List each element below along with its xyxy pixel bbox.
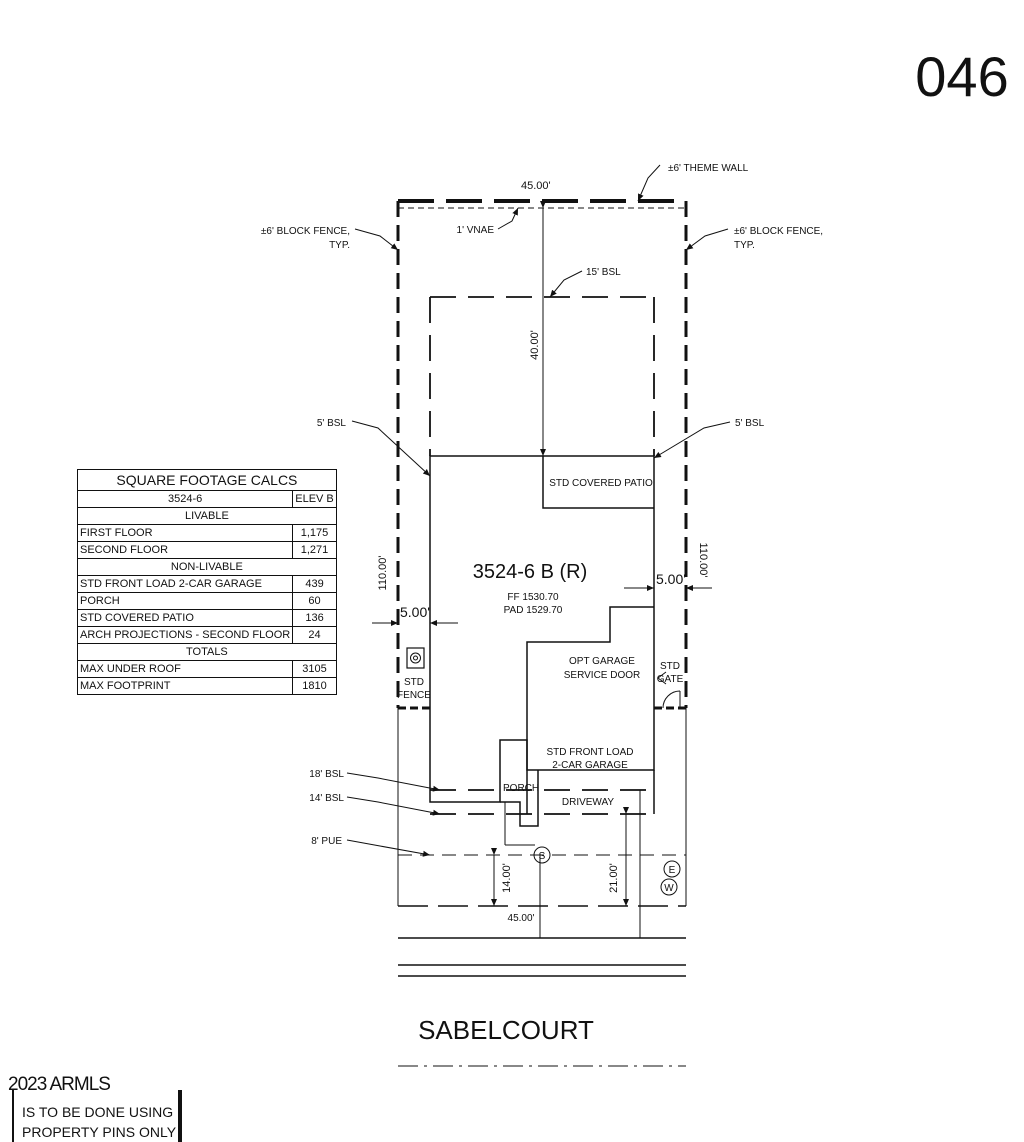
row-label: MAX UNDER ROOF <box>76 660 294 678</box>
survey-note: 2023 ARMLS IS TO BE DONE USING PROPERTY … <box>8 1074 184 1142</box>
row-value: 24 <box>292 626 337 644</box>
side-fences <box>398 647 686 710</box>
rear-bsl-label: 15' BSL <box>586 267 621 278</box>
row-value: 60 <box>292 592 337 610</box>
note-left-bar <box>12 1090 14 1142</box>
water-icon <box>660 878 678 896</box>
sewer-icon <box>533 846 551 864</box>
driveway-label: DRIVEWAY <box>562 797 615 808</box>
electric-label: E <box>669 865 676 876</box>
side-left-dim: 5.00' <box>400 604 430 620</box>
note-header: 2023 ARMLS <box>8 1074 111 1095</box>
sqft-livable-header: LIVABLE <box>77 507 337 525</box>
row-label: STD FRONT LOAD 2-CAR GARAGE <box>76 575 294 593</box>
plan-label: 3524-6 B (R) <box>473 561 588 583</box>
sqft-plan: 3524-6 <box>76 490 294 508</box>
garage-label-1: STD FRONT LOAD <box>546 747 633 758</box>
row-label: STD COVERED PATIO <box>76 609 294 627</box>
row-value: 1,271 <box>292 541 337 559</box>
theme-wall-label: ±6' THEME WALL <box>668 163 749 174</box>
std-fence-label-2: FENCE <box>397 690 431 701</box>
front-porch-dim: 14.00' <box>501 863 513 893</box>
left-depth-dim: 110.00' <box>377 556 389 591</box>
sewer-label: S <box>539 851 546 862</box>
row-label: FIRST FLOOR <box>76 524 294 542</box>
sqft-non-livable-header: NON-LIVABLE <box>77 558 337 576</box>
sqft-elev: ELEV B <box>292 490 337 508</box>
std-gate-label-2: GATE <box>657 674 684 685</box>
porch-label: PORCH <box>503 783 539 794</box>
covered-patio-label: STD COVERED PATIO <box>549 478 653 489</box>
row-value: 136 <box>292 609 337 627</box>
row-label: PORCH <box>76 592 294 610</box>
utility-symbols <box>533 846 681 896</box>
opt-garage-label-1: OPT GARAGE <box>569 656 635 667</box>
row-label: MAX FOOTPRINT <box>76 677 294 695</box>
bottom-width-dim: 45.00' <box>508 913 535 924</box>
bsl-14-label: 14' BSL <box>309 793 344 804</box>
row-value: 1,175 <box>292 524 337 542</box>
note-right-bar <box>178 1090 182 1142</box>
lot-boundary <box>396 199 688 1067</box>
row-value: 3105 <box>292 660 337 678</box>
leader-lines <box>346 164 731 857</box>
block-fence-left-label: ±6' BLOCK FENCE, <box>261 226 350 237</box>
std-fence-label-1: STD <box>404 677 424 688</box>
setback-lines <box>429 296 655 815</box>
block-fence-right-label: ±6' BLOCK FENCE, <box>734 226 823 237</box>
side-right-dim: 5.00' <box>656 571 686 587</box>
row-value: 1810 <box>292 677 337 695</box>
electric-icon <box>663 860 681 878</box>
pue-label: 8' PUE <box>311 836 342 847</box>
rear-depth-dim: 40.00' <box>529 330 541 360</box>
sqft-totals-header: TOTALS <box>77 643 337 661</box>
right-depth-dim: 110.00' <box>697 543 709 578</box>
ff-elevation: FF 1530.70 <box>507 592 559 603</box>
street-name: SABELCOURT <box>418 1015 594 1045</box>
top-width-dim: 45.00' <box>521 180 551 192</box>
house-footprint <box>429 455 655 827</box>
right-bsl-label: 5' BSL <box>735 418 765 429</box>
std-gate-label-1: STD <box>660 661 680 672</box>
opt-garage-label-2: SERVICE DOOR <box>564 670 641 681</box>
sqft-title: SQUARE FOOTAGE CALCS <box>77 469 337 491</box>
note-line-2: PROPERTY PINS ONLY <box>22 1124 177 1140</box>
front-garage-dim: 21.00' <box>608 863 620 893</box>
note-line-1: IS TO BE DONE USING <box>22 1104 174 1120</box>
row-value: 439 <box>292 575 337 593</box>
dimension-lines <box>372 201 712 938</box>
block-fence-left-typ: TYP. <box>329 240 350 251</box>
water-label: W <box>664 883 674 894</box>
left-bsl-label: 5' BSL <box>317 418 347 429</box>
block-fence-right-typ: TYP. <box>734 240 755 251</box>
bsl-18-label: 18' BSL <box>309 769 344 780</box>
row-label: SECOND FLOOR <box>76 541 294 559</box>
pad-elevation: PAD 1529.70 <box>504 605 563 616</box>
garage-label-2: 2-CAR GARAGE <box>552 760 628 771</box>
row-label: ARCH PROJECTIONS - SECOND FLOOR <box>76 626 294 644</box>
lot-number: 046 <box>915 45 1008 108</box>
vnae-label: 1' VNAE <box>457 225 495 236</box>
